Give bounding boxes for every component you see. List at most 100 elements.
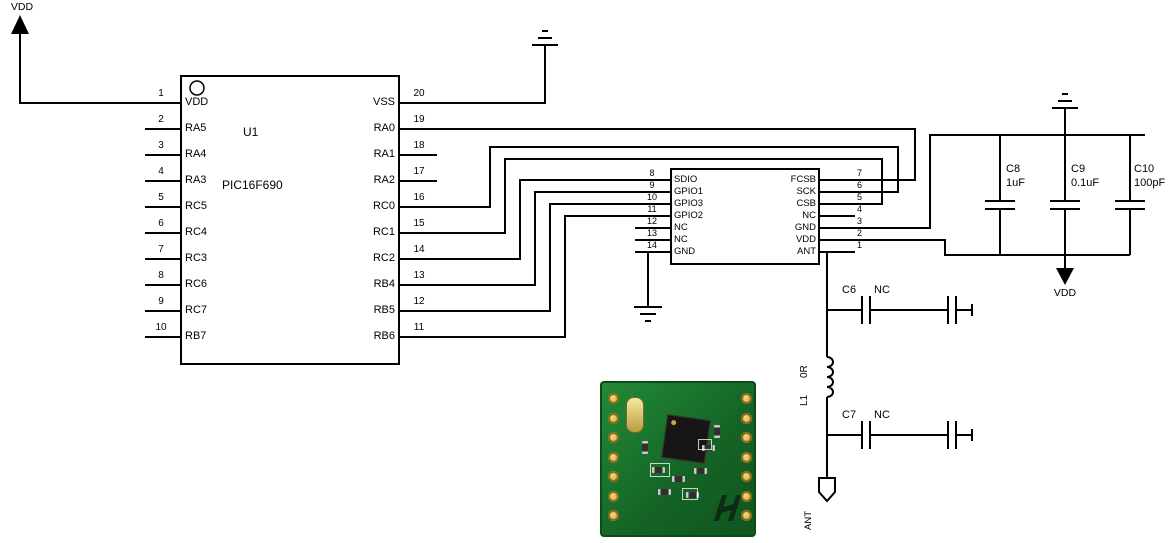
- module-pin-5-name: CSB: [796, 198, 816, 209]
- net-vdd-rail: [820, 239, 1130, 256]
- pcb-pad: [741, 451, 752, 463]
- pcb-pad: [741, 412, 752, 424]
- c8-ref: C8: [1006, 163, 1021, 175]
- u1-part-number: PIC16F690: [222, 178, 283, 192]
- u1-right-stubs-nc: [400, 154, 437, 182]
- u1-pin-18-number: 18: [413, 140, 425, 151]
- c9-ref: C9: [1071, 163, 1086, 175]
- module-pin-7-name: FCSB: [790, 174, 816, 185]
- pcb-pad: [608, 471, 619, 482]
- module-pin-4-number: 4: [857, 204, 863, 214]
- vdd-arrow-down: [1056, 268, 1074, 285]
- module-pin-2-name: VDD: [795, 234, 816, 245]
- net-rb4-gpio1: [400, 191, 670, 286]
- rf-module-body: [670, 168, 820, 265]
- module-pin-2-number: 2: [857, 228, 863, 238]
- module-pin-10-number: 10: [646, 192, 657, 202]
- u1-pin-18-name: RA1: [373, 148, 395, 160]
- rf-module-photo: [600, 381, 756, 537]
- u1-pin-19-name: RA0: [373, 122, 395, 134]
- module-pin-1-name: ANT: [797, 246, 816, 257]
- u1-pin-8-number: 8: [158, 270, 164, 281]
- u1-pin-5-number: 5: [158, 192, 164, 203]
- pcb-component: [652, 467, 665, 473]
- u1-pin-3-name: RA4: [185, 148, 207, 160]
- module-pin-7-number: 7: [857, 168, 863, 178]
- module-pin-1-number: 1: [857, 240, 863, 250]
- c6-value: NC: [874, 284, 890, 296]
- module-pin-14-number: 14: [646, 240, 657, 250]
- pcb-pad: [741, 432, 752, 443]
- module-pin-9-name: GPIO1: [674, 186, 704, 197]
- net-rc2-sdio: [400, 179, 670, 260]
- pcb-pad: [608, 393, 619, 404]
- module-pin-11-name: GPIO2: [674, 210, 704, 221]
- u1-pin-12-number: 12: [413, 296, 425, 307]
- module-pin-10-name: GPIO3: [674, 198, 704, 209]
- pcb-pad: [741, 471, 752, 482]
- u1-notch-circle: [189, 80, 205, 96]
- pcb-component: [702, 445, 715, 451]
- u1-pin-3-number: 3: [158, 140, 164, 151]
- cap-c9-symbol: [1050, 135, 1080, 255]
- pcb-silkscreen: [682, 488, 698, 500]
- u1-pin-16-name: RC0: [372, 200, 395, 212]
- u1-pin-10-name: RB7: [185, 330, 207, 342]
- u1-pin-4-name: RA3: [185, 174, 207, 186]
- cap-c7-symbol: [827, 421, 973, 449]
- u1-pin-11-number: 11: [413, 322, 425, 333]
- u1-pin-17-number: 17: [413, 166, 425, 177]
- u1-pin-20-name: VSS: [372, 96, 395, 108]
- ground-symbol-right: [1052, 93, 1078, 109]
- pcb-pad: [741, 510, 752, 521]
- c8-value: 1uF: [1006, 177, 1025, 189]
- u1-pin-15-number: 15: [413, 218, 425, 229]
- module-pin-6-number: 6: [857, 180, 863, 190]
- module-pin-8-number: 8: [649, 168, 655, 178]
- pcb-pad: [741, 393, 752, 404]
- pcb-component: [642, 441, 648, 454]
- u1-pin-9-name: RC7: [185, 304, 208, 316]
- module-pin-3-name: GND: [794, 222, 816, 233]
- module-pin-12-name: NC: [674, 222, 688, 233]
- u1-pin-2-number: 2: [158, 114, 164, 125]
- u1-pin-13-name: RB4: [373, 278, 395, 290]
- u1-pin-15-name: RC1: [372, 226, 395, 238]
- u1-pin-1-number: 1: [158, 88, 164, 99]
- u1-pin-7-number: 7: [158, 244, 164, 255]
- u1-pin-14-name: RC2: [372, 252, 395, 264]
- pcb-component: [694, 468, 707, 474]
- u1-pin-10-number: 10: [155, 322, 167, 333]
- net-vss-gnd: [400, 45, 546, 104]
- c7-value: NC: [874, 409, 890, 421]
- module-pin-12-number: 12: [646, 216, 657, 226]
- u1-pin-13-number: 13: [413, 270, 425, 281]
- net-ant: [820, 251, 855, 478]
- u1-pin-7-name: RC3: [185, 252, 208, 264]
- u1-pin-6-number: 6: [158, 218, 164, 229]
- u1-pin-20-number: 20: [413, 88, 425, 99]
- u1-designator: U1: [243, 125, 259, 139]
- vdd-label-top-left: VDD: [10, 1, 34, 13]
- pcb-component: [658, 489, 671, 495]
- module-pin-9-number: 9: [649, 180, 655, 190]
- pcb-pad: [741, 490, 752, 502]
- vdd-arrow-up: [11, 15, 29, 34]
- module-pin-6-name: SCK: [796, 186, 816, 197]
- u1-pin-4-number: 4: [158, 166, 164, 177]
- pcb-component: [686, 492, 699, 498]
- pcb-pad: [608, 490, 619, 502]
- u1-pin-1-name: VDD: [185, 96, 209, 108]
- module-pin-13-name: NC: [674, 234, 688, 245]
- c10-value: 100pF: [1134, 177, 1166, 189]
- pcb-pad: [608, 451, 619, 463]
- net-vdd-u1: [19, 34, 180, 104]
- u1-body: [180, 75, 400, 365]
- u1-pin-8-name: RC6: [185, 278, 208, 290]
- u1-pin-14-number: 14: [413, 244, 425, 255]
- c7-ref: C7: [842, 409, 857, 421]
- u1-pin-12-name: RB5: [373, 304, 395, 316]
